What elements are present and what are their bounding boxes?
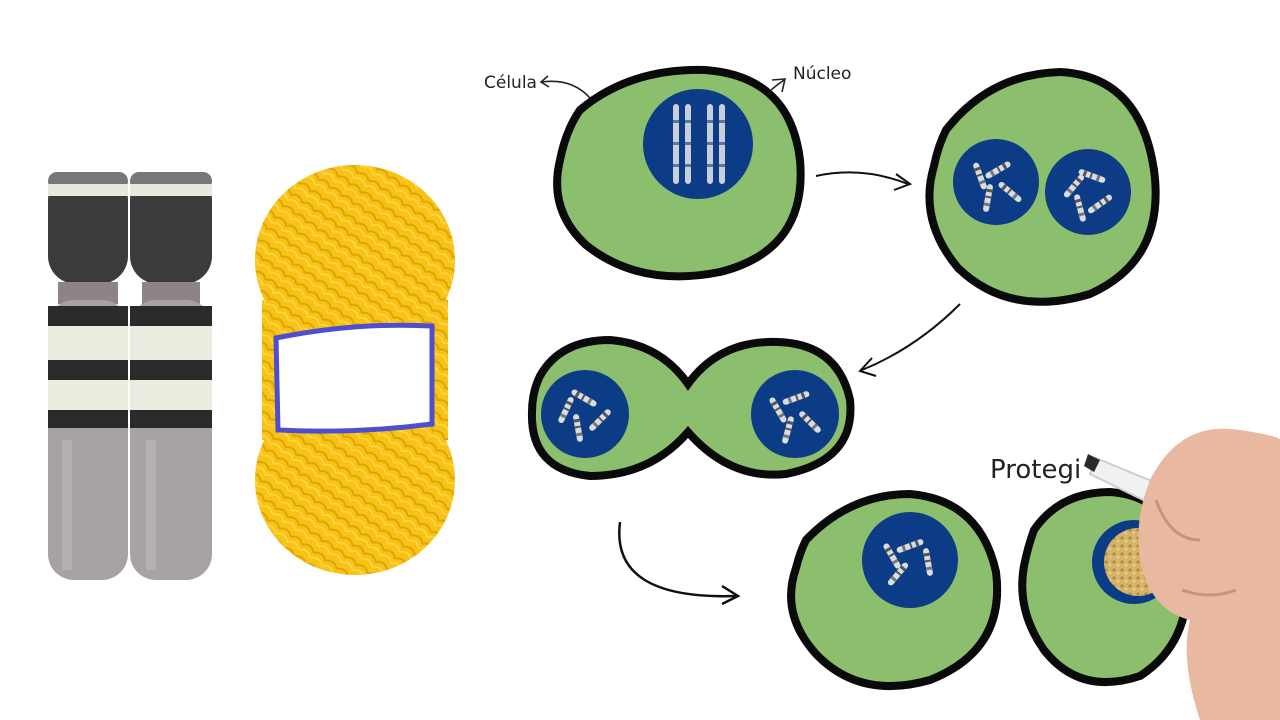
nucleus [751, 370, 839, 458]
cell-interphase [553, 65, 805, 281]
hand-with-marker-icon [1084, 428, 1280, 720]
nucleus [1045, 149, 1131, 235]
cell-two-nuclei [925, 67, 1160, 306]
chromosome-icon [48, 172, 212, 580]
label-cell: Célula [484, 73, 537, 93]
nucleus [541, 370, 629, 458]
cell-dividing [527, 335, 855, 481]
label-nucleus: Núcleo [793, 64, 851, 84]
handwriting-label: Protegi [990, 455, 1081, 485]
chromosome-strands [673, 104, 725, 184]
arrow-icon [618, 521, 737, 598]
arrow-icon [861, 303, 961, 371]
arrow-icon [815, 171, 909, 185]
nucleus [953, 139, 1039, 225]
chromatid-left [48, 172, 128, 580]
cell-daughter-left [787, 489, 1002, 690]
yarn-label-band [273, 322, 435, 434]
arrow-icon [541, 80, 591, 99]
yarn-ball-icon [255, 165, 455, 575]
nucleus [862, 512, 958, 608]
chromatid-right [130, 172, 212, 580]
